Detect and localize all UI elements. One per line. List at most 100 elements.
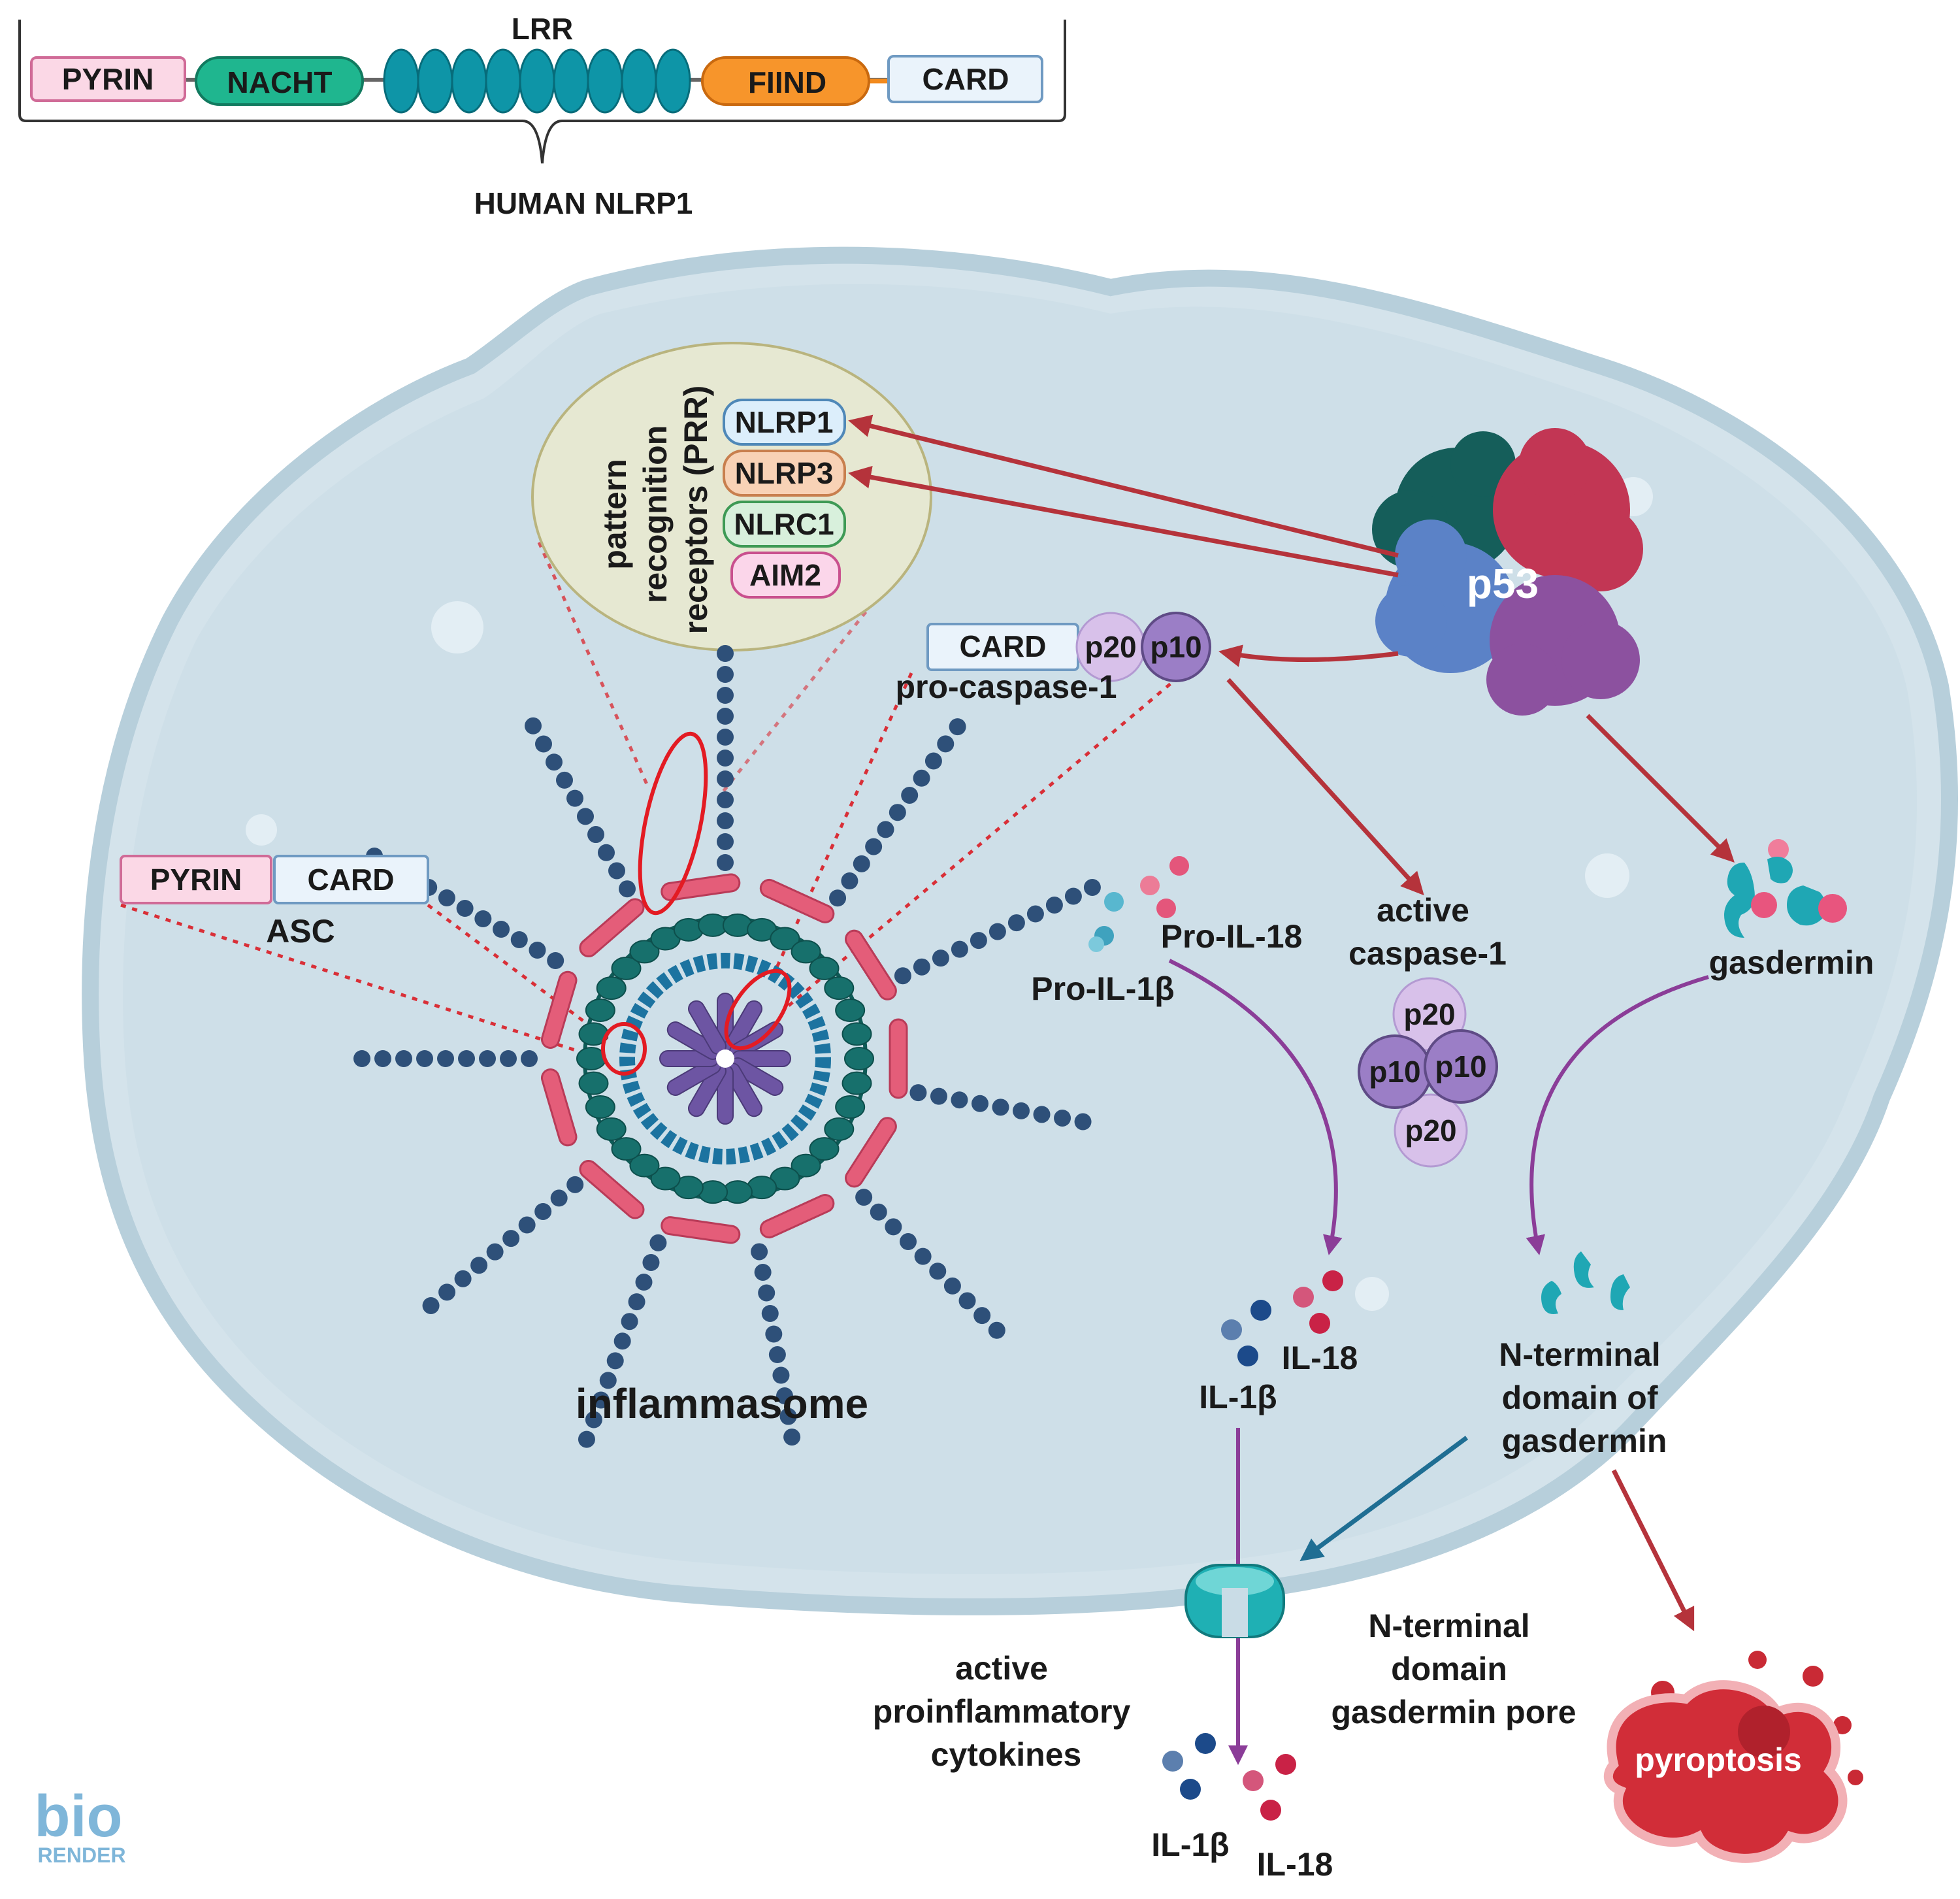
lrr-repeat [553,48,589,114]
asc-filament-bead [754,1263,772,1281]
teal-ring-bead [770,927,800,951]
asc-filament-bead [518,1216,536,1234]
pro-il18-molecule [1169,856,1189,876]
teal-ring-bead [629,940,660,964]
released-il18-molecule [1243,1770,1264,1791]
nlrp1-lrr-label: LRR [512,12,574,46]
asc-filament-bead [1054,1109,1071,1127]
nlrp1-lrr-repeats [383,48,691,114]
blob [1486,644,1558,716]
prr-zoom-line-right [717,574,896,799]
released-il1b-molecule [1195,1733,1216,1754]
asc-filament-bead [566,789,583,807]
asc-label: ASC [266,913,335,950]
lrr-repeat [383,48,419,114]
asc-filament-bead [901,786,919,804]
asc-filament-bead [1026,905,1044,923]
pro-caspase-1: CARD p20 p10 pro-caspase-1 [895,612,1211,705]
pro-il18-molecule [1156,899,1176,918]
highlight-ellipse [724,968,792,1051]
asc-filament-bead [529,942,546,959]
asc-filament-bead [649,1234,667,1251]
blob [1395,520,1467,591]
asc-filament-bead [502,1230,520,1247]
teal-ring-bead [844,1047,874,1070]
asc-filament-bead [751,1243,768,1261]
nlrp1-fiind-domain [701,56,870,106]
asc-filament-bead [894,967,911,985]
highlight-ellipse [601,1022,647,1076]
asc-filament-bead [416,1050,433,1067]
asc-filament-bead [988,923,1006,940]
asc-filament-bead [717,645,734,662]
asc-filament-bead [776,1387,793,1405]
prr-title-line-2: recognition [637,425,674,603]
nlrp-ring-segment [759,1194,835,1239]
released-line-1: active [955,1650,1048,1687]
pro-il1b-molecule [1104,892,1124,912]
nlrp1-card-domain [887,55,1043,103]
lrr-repeat [417,48,453,114]
asc-filament-bead [585,1411,602,1428]
asc-filament-bead [525,717,542,735]
inflammasome: inflammasome [353,645,1101,1448]
asc-filament-bead [479,1050,496,1067]
mature-cytokines: IL-18 IL-1β [1199,1270,1358,1415]
asc-filament-bead [970,932,987,950]
il18-molecule [1293,1287,1314,1308]
arrow-p53-to-gasdermin [1586,714,1735,863]
arrow-p53-to-nlrp1 [848,414,1399,558]
asc-filament-bead [973,1307,991,1325]
pyroptosis-label: pyroptosis [1635,1742,1802,1778]
teal-ring-bead [835,998,866,1022]
asc-filament-bead [1074,1113,1092,1131]
asc-filament-bead [546,753,563,771]
p53-tetramer: p53 [1372,428,1643,716]
il1b-molecule [1221,1319,1242,1340]
active-caspase-p10-right [1424,1029,1498,1104]
asc-filaments [353,645,1101,1448]
asc-filament-bead [913,958,930,976]
nlrp1-caption: HUMAN NLRP1 [474,186,693,220]
asc-filament-bead [1007,914,1025,932]
asc-filament-bead [877,821,894,838]
arrow-gasdermin-to-nterminal [1526,975,1709,1255]
nlrp1-pyrin-label: PYRIN [62,62,154,96]
asc-filament-bead [829,889,847,907]
asc-filament-bead [1083,878,1101,896]
teal-ring-bead [585,1095,615,1119]
asc-filament-bead [628,1293,645,1311]
asc-filament-bead [717,812,734,829]
il1b-label: IL-1β [1199,1379,1277,1415]
asc-filament-bead [438,1283,456,1301]
teal-ring-bead [841,1071,872,1095]
highlight-ellipse [638,731,708,916]
asc-filament-bead [841,872,858,890]
asc-filament-bead [988,1321,1005,1339]
asc-filament-bead [613,1332,631,1350]
asc-filament-bead [599,1372,617,1389]
gasdermin-molecule [1787,885,1825,926]
asc-filament-bead [779,1408,797,1425]
nterminal-fragment [1610,1274,1630,1310]
gasdermin-molecule [1767,857,1793,883]
asc-filament-bead [889,804,906,821]
prr-bubble-background [531,342,932,652]
released-line-3: cytokines [931,1736,1082,1773]
asc-filament-bead [924,752,942,770]
teal-ring-bead [578,1071,609,1095]
asc-filament-bead [855,1189,873,1206]
asc-filament-bead [1045,897,1063,914]
debris [1833,1716,1852,1734]
pro-caspase-p10 [1141,612,1211,682]
pro-cytokines: Pro-IL-18 Pro-IL-1β [1031,856,1302,1007]
lrr-repeat [621,48,657,114]
teal-ring-bead [835,1095,866,1119]
lrr-repeat [519,48,555,114]
prr-nlrc1-label: NLRC1 [734,507,834,541]
nlrp1-nacht-label: NACHT [227,65,333,99]
watermark-render: RENDER [37,1843,125,1867]
teal-ring-bead [650,1166,681,1191]
asc-filament-bead [642,1253,660,1271]
